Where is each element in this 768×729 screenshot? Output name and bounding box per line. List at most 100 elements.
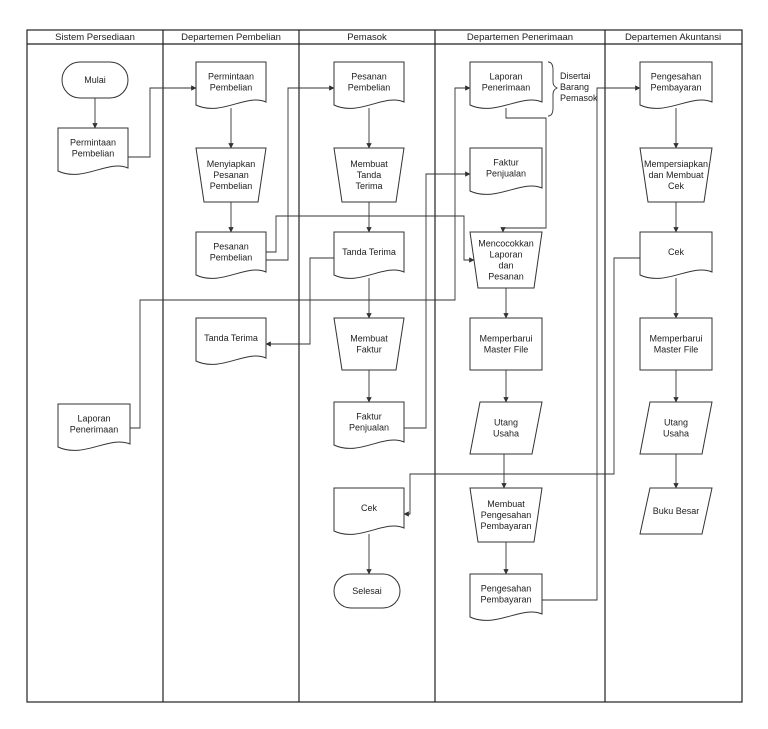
manual-shape xyxy=(333,317,405,371)
terminator-shape xyxy=(333,573,401,609)
node-label-line: dan Membuat xyxy=(648,170,704,180)
manual-shape xyxy=(639,147,713,203)
node-label-line: Master File xyxy=(654,345,699,355)
node-label-line: Permintaan xyxy=(208,72,254,82)
node-label-line: Penjualan xyxy=(349,423,389,433)
node-label-line: Laporan xyxy=(77,414,110,424)
manual-shape xyxy=(333,147,405,203)
document-shape xyxy=(469,147,543,195)
node-label-line: Cek xyxy=(668,247,685,257)
node-ak-buku: Buku Besar xyxy=(639,487,713,535)
node-label-line: Pesanan xyxy=(488,272,524,282)
process-shape xyxy=(469,317,543,371)
node-label-line: Membuat xyxy=(350,159,388,169)
node-label-line: Tanda xyxy=(357,170,382,180)
edge-pb_pesanan-to-pn_mencocokkan xyxy=(266,215,475,263)
node-label-line: Menyiapkan xyxy=(207,159,256,169)
node-label-line: Pengesahan xyxy=(481,584,532,594)
node-label-line: Selesai xyxy=(352,586,382,596)
node-label-line: Tanda Terima xyxy=(204,333,258,343)
node-selesai: Selesai xyxy=(333,573,401,609)
annotation-text-line: Disertai xyxy=(560,71,591,81)
node-label-line: Mulai xyxy=(84,75,106,85)
node-label-line: Faktur xyxy=(356,412,382,422)
node-label-line: Memperbarui xyxy=(479,334,532,344)
node-label-line: Pesanan xyxy=(351,72,387,82)
node-label-line: Penerimaan xyxy=(482,83,531,93)
node-label-line: Buku Besar xyxy=(653,506,700,516)
data-shape xyxy=(639,401,713,455)
lane-header-sistem-persediaan: Sistem Persediaan xyxy=(55,32,135,43)
node-label-line: Laporan xyxy=(489,72,522,82)
manual-shape xyxy=(469,231,543,289)
edge-pn_pengesahan-to-ak_pengesahan xyxy=(542,85,641,601)
node-label-line: Usaha xyxy=(493,429,519,439)
document-shape xyxy=(57,403,131,451)
document-shape xyxy=(195,317,267,365)
document-shape xyxy=(195,231,267,279)
node-label-line: Utang xyxy=(664,418,688,428)
edge-ps_faktur-to-pn_faktur xyxy=(404,171,471,429)
node-label-line: Pengesahan xyxy=(481,510,532,520)
document-shape xyxy=(195,61,267,109)
node-label-line: Laporan xyxy=(489,250,522,260)
node-label-line: Memperbarui xyxy=(649,334,702,344)
node-label-line: Permintaan xyxy=(70,138,116,148)
nodes: MulaiPermintaanPembelianLaporanPenerimaa… xyxy=(57,61,713,621)
lane-header-pemasok: Pemasok xyxy=(347,32,387,43)
node-label-line: Pembelian xyxy=(210,181,253,191)
document-shape xyxy=(333,231,405,279)
node-label-line: Faktur xyxy=(356,345,382,355)
node-label-line: Pembayaran xyxy=(480,521,531,531)
node-label-line: Penerimaan xyxy=(70,425,119,435)
document-shape xyxy=(639,61,713,109)
node-label-line: Faktur xyxy=(493,158,519,168)
node-label-line: Cek xyxy=(361,503,378,513)
data-shape xyxy=(469,401,543,455)
edge-ak_cek-to-ps_cek xyxy=(403,257,640,517)
node-label-line: Pembelian xyxy=(210,253,253,263)
manual-shape xyxy=(195,147,267,203)
document-shape xyxy=(639,231,713,279)
manual-shape xyxy=(469,487,543,543)
data-shape xyxy=(639,487,713,535)
node-label-line: Pesanan xyxy=(213,242,249,252)
node-mulai: Mulai xyxy=(61,61,129,99)
lane-header-departemen-akuntansi: Departemen Akuntansi xyxy=(625,32,721,43)
annotation-brace xyxy=(547,61,559,117)
node-label-line: Usaha xyxy=(663,429,689,439)
node-label-line: Mencocokkan xyxy=(478,239,534,249)
node-label-line: Pesanan xyxy=(213,170,249,180)
connectors xyxy=(92,85,679,601)
document-shape xyxy=(333,61,405,109)
node-label-line: Pembelian xyxy=(72,149,115,159)
node-ak-cek: Cek xyxy=(639,231,713,279)
lane-header-departemen-pembelian: Departemen Pembelian xyxy=(181,32,281,43)
edge-ps_tanda-to-pb_tanda xyxy=(265,257,334,347)
node-label-line: Terima xyxy=(355,181,382,191)
document-shape xyxy=(469,61,543,109)
process-shape xyxy=(639,317,713,371)
edge-pn_laporan-to-pn_mencocokkan xyxy=(500,108,547,233)
node-pb-tanda: Tanda Terima xyxy=(195,317,267,365)
node-label-line: Pembelian xyxy=(348,83,391,93)
node-label-line: Mempersiapkan xyxy=(644,159,708,169)
terminator-shape xyxy=(61,61,129,99)
